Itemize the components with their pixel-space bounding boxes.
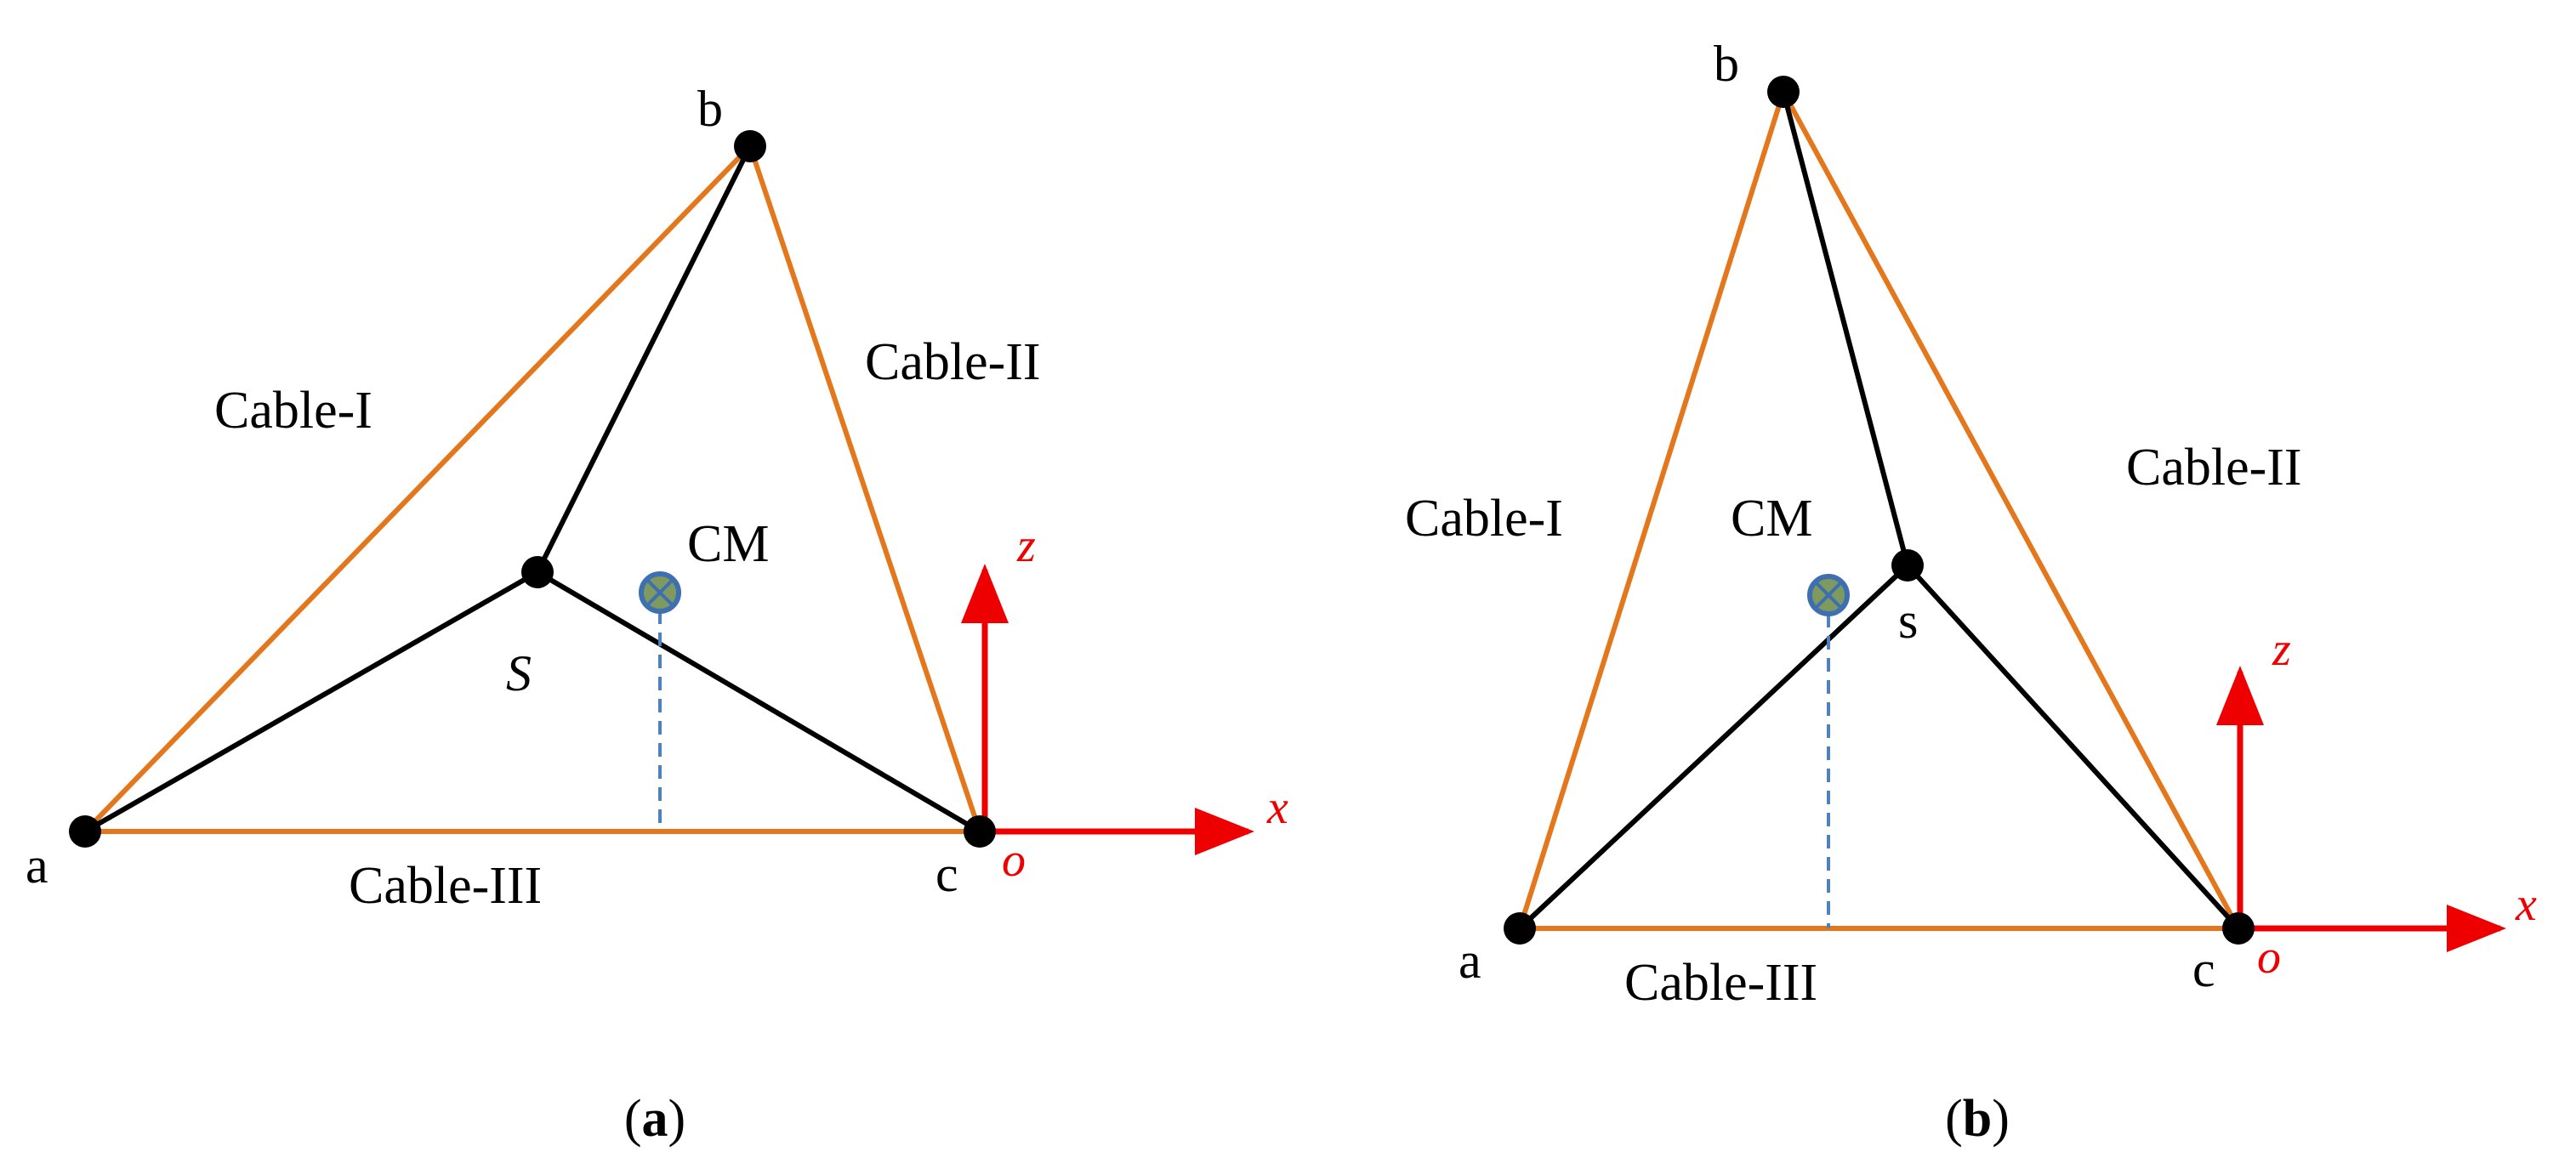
- cable-two-label-a: Cable-II: [865, 333, 1041, 391]
- strut-sb-a: [535, 145, 753, 574]
- caption-a: (a): [624, 1090, 685, 1148]
- z-axis-label-a: z: [1016, 519, 1036, 572]
- node-label-s-b: s: [1898, 593, 1918, 649]
- node-label-b-b: b: [1714, 36, 1739, 92]
- node-b-dot-b: [1767, 76, 1800, 108]
- cm-label-b: CM: [1731, 490, 1812, 548]
- cable-one-line-b: [1517, 91, 1786, 929]
- cm-marker-icon-b: [1807, 574, 1850, 616]
- cable-three-label-a: Cable-III: [349, 857, 542, 915]
- node-label-b-a: b: [697, 81, 723, 137]
- caption-b: (b): [1945, 1090, 2010, 1148]
- cable-three-label-b: Cable-III: [1624, 954, 1817, 1012]
- origin-label-a: o: [1002, 834, 1026, 887]
- node-a-dot-a: [69, 815, 101, 848]
- node-c-dot-a: [964, 815, 996, 848]
- cable-two-label-b: Cable-II: [2126, 439, 2302, 497]
- strut-sb-b: [1781, 91, 1910, 566]
- panel-b: b a c s Cable-I Cable-II Cable-III CM z …: [1405, 36, 2537, 1148]
- node-label-a-a: a: [26, 837, 48, 894]
- cable-one-label-b: Cable-I: [1405, 490, 1563, 548]
- cable-one-line-a: [82, 144, 753, 834]
- x-axis-label-b: x: [2515, 878, 2537, 931]
- cm-label-a: CM: [687, 515, 769, 573]
- node-s-dot-b: [1891, 549, 1924, 582]
- cable-two-line-a: [748, 145, 982, 832]
- node-c-dot-b: [2222, 912, 2255, 945]
- panel-a: b a c S Cable-I Cable-II Cable-III CM z …: [26, 81, 1288, 1148]
- svg-text:(a): (a): [624, 1090, 685, 1148]
- caption-letter-b: b: [1963, 1090, 1992, 1148]
- cm-marker-icon-a: [639, 571, 681, 614]
- node-label-c-b: c: [2192, 941, 2215, 997]
- strut-sc-a: [536, 570, 981, 834]
- caption-letter-a: a: [642, 1090, 668, 1148]
- node-label-c-a: c: [935, 846, 958, 902]
- z-axis-label-b: z: [2272, 623, 2291, 676]
- origin-label-b: o: [2257, 931, 2281, 984]
- strut-sa-a: [83, 570, 539, 834]
- strut-sc-b: [1905, 563, 2241, 931]
- node-label-a-b: a: [1459, 933, 1481, 989]
- strut-sa-b: [1517, 563, 1910, 931]
- node-s-dot-a: [521, 556, 554, 588]
- svg-text:(b): (b): [1945, 1090, 2010, 1148]
- cable-one-label-a: Cable-I: [214, 382, 372, 440]
- node-label-s-a: S: [506, 645, 532, 701]
- cable-two-line-b: [1781, 90, 2241, 930]
- node-b-dot-a: [734, 130, 766, 162]
- x-axis-label-a: x: [1266, 781, 1288, 834]
- node-a-dot-b: [1504, 912, 1536, 945]
